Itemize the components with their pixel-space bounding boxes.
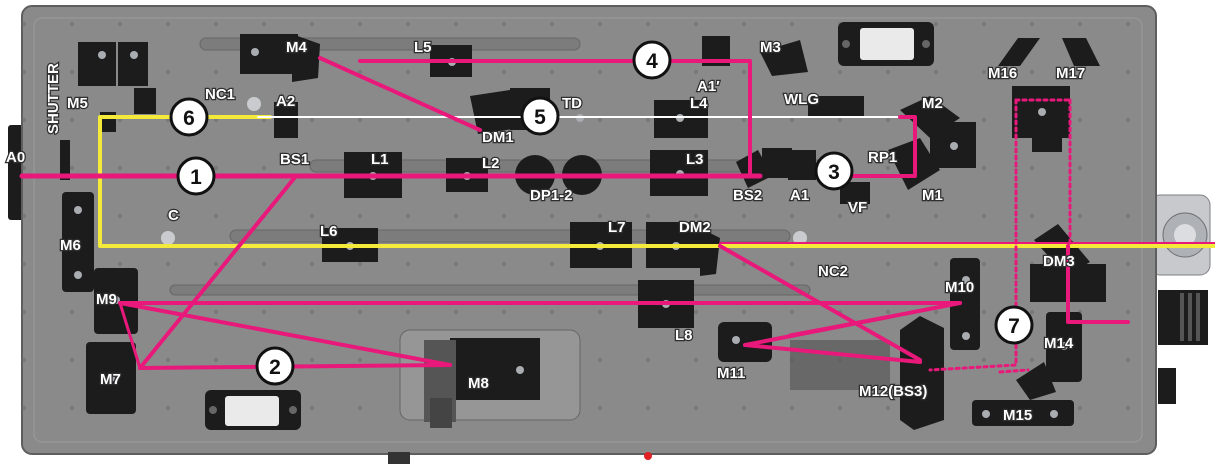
- bottom-connector: [388, 452, 410, 464]
- label-m5: M5: [67, 95, 88, 112]
- label-m14: M14: [1044, 335, 1074, 352]
- label-l6: L6: [320, 223, 338, 240]
- label-m3: M3: [760, 39, 781, 56]
- label-m7: M7: [100, 371, 121, 388]
- marker-2: 2: [257, 348, 293, 384]
- marker-7: 7: [996, 307, 1032, 343]
- label-dm3: DM3: [1043, 253, 1075, 270]
- label-a2: A2: [276, 93, 295, 110]
- label-m11: M11: [717, 365, 745, 382]
- label-m9: M9: [96, 291, 117, 308]
- marker-4: 4: [634, 42, 670, 78]
- label-m15: M15: [1003, 407, 1032, 424]
- label-bs1: BS1: [280, 151, 309, 168]
- marker-3: 3: [816, 153, 852, 189]
- connector-threaded: [1158, 290, 1208, 404]
- label-l7: L7: [608, 219, 626, 236]
- label-m2: M2: [922, 95, 943, 112]
- label-l4: L4: [690, 95, 708, 112]
- label-vf: VF: [848, 199, 867, 216]
- label-bs2: BS2: [733, 187, 762, 204]
- label-dm1: DM1: [482, 129, 514, 146]
- svg-text:3: 3: [828, 161, 840, 184]
- label-a1-prime: A1′: [697, 78, 720, 95]
- label-a1: A1: [790, 187, 809, 204]
- svg-text:7: 7: [1008, 315, 1020, 338]
- label-dp1-2: DP1-2: [530, 187, 573, 204]
- svg-text:4: 4: [646, 50, 658, 73]
- label-l1: L1: [371, 151, 389, 168]
- label-m4: M4: [286, 39, 307, 56]
- marker-6: 6: [171, 99, 207, 135]
- label-wlg: WLG: [784, 91, 819, 108]
- clamp-plate-top: [838, 22, 934, 66]
- label-m6: M6: [60, 237, 81, 254]
- label-l8: L8: [675, 327, 693, 344]
- label-m10: M10: [945, 279, 974, 296]
- svg-text:5: 5: [534, 106, 546, 129]
- label-m17: M17: [1056, 65, 1085, 82]
- fiber-coupler-housing: [1150, 195, 1210, 275]
- label-c: C: [168, 207, 179, 224]
- marker-5: 5: [522, 98, 558, 134]
- label-l3: L3: [686, 151, 704, 168]
- label-l2: L2: [482, 155, 500, 172]
- clamp-plate-bottom: [205, 390, 301, 430]
- svg-text:6: 6: [183, 107, 195, 130]
- label-td: TD: [562, 95, 582, 112]
- label-nc1: NC1: [205, 86, 235, 103]
- label-a0: A0: [6, 149, 25, 166]
- label-m8: M8: [468, 375, 489, 392]
- label-rp1: RP1: [868, 149, 897, 166]
- label-nc2: NC2: [818, 263, 848, 280]
- svg-text:1: 1: [190, 166, 202, 189]
- label-m16: M16: [988, 65, 1017, 82]
- svg-text:2: 2: [269, 356, 281, 379]
- label-m12-bs3: M12(BS3): [859, 383, 927, 400]
- label-shutter: SHUTTER: [45, 63, 62, 134]
- label-m1: M1: [922, 187, 943, 204]
- label-dm2: DM2: [679, 219, 711, 236]
- label-l5: L5: [414, 39, 432, 56]
- indicator-led: [644, 452, 652, 460]
- marker-1: 1: [178, 158, 214, 194]
